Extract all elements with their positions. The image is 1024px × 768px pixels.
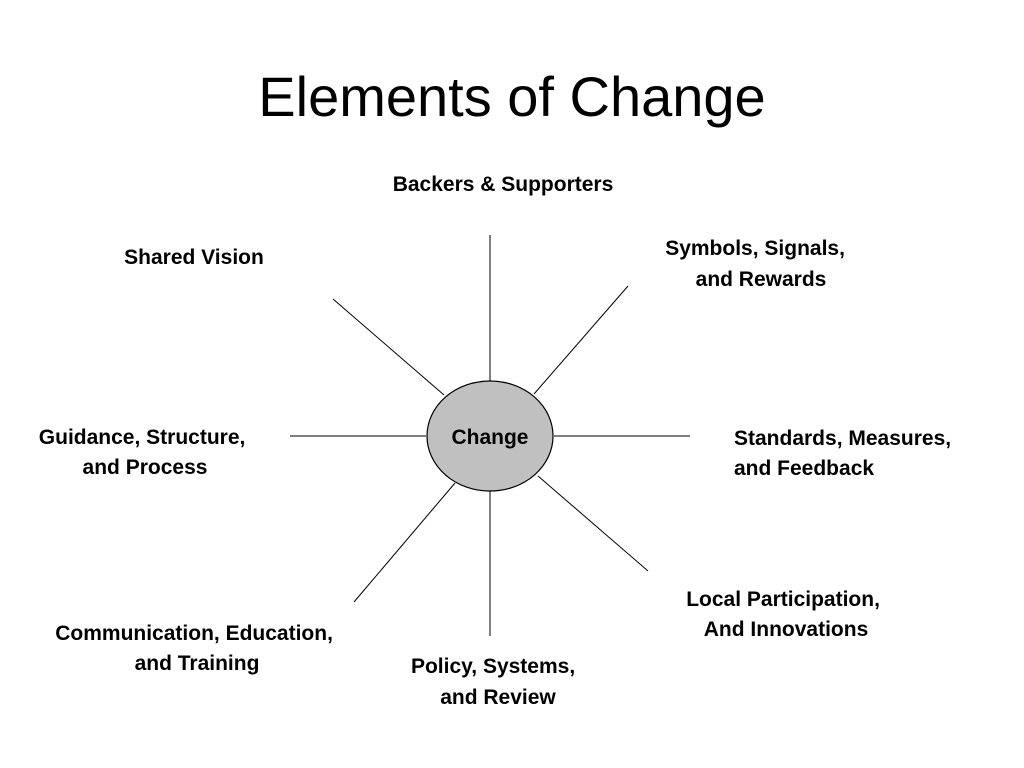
label-line: Communication, Education, <box>55 622 333 645</box>
label-guidance-structure-process: Guidance, Structure, and Process <box>39 426 251 479</box>
label-policy-systems-review: Policy, Systems, and Review <box>411 655 581 709</box>
change-hub-ellipse <box>426 380 554 492</box>
label-line: and Rewards <box>696 268 827 291</box>
label-line: Backers & Supporters <box>393 173 614 196</box>
label-line: Guidance, Structure, <box>39 426 246 449</box>
label-line: and Feedback <box>734 457 874 480</box>
label-line: and Review <box>440 686 556 709</box>
label-line: Policy, Systems, <box>411 655 575 678</box>
label-communication-education-training: Communication, Education, and Training <box>55 622 339 675</box>
spoke-symbols <box>533 285 629 395</box>
label-standards-measures-feedback: Standards, Measures, and Feedback <box>734 427 957 480</box>
label-shared-vision: Shared Vision <box>124 246 264 269</box>
label-backers-supporters: Backers & Supporters <box>393 173 614 196</box>
label-local-participation-innovations: Local Participation, And Innovations <box>686 588 886 641</box>
label-line: Standards, Measures, <box>734 427 951 450</box>
spoke-communication <box>353 482 456 603</box>
change-hub-label: Change <box>451 426 528 449</box>
label-line: Symbols, Signals, <box>665 237 845 260</box>
label-line: And Innovations <box>704 618 869 641</box>
label-line: and Training <box>135 652 260 675</box>
label-line: and Process <box>83 456 208 479</box>
label-line: Shared Vision <box>124 246 264 269</box>
label-symbols-signals-rewards: Symbols, Signals, and Rewards <box>665 237 851 291</box>
slide-title: Elements of Change <box>258 65 766 128</box>
label-line: Local Participation, <box>686 588 880 611</box>
spoke-local-participation <box>537 475 649 572</box>
spoke-shared-vision <box>332 298 445 396</box>
